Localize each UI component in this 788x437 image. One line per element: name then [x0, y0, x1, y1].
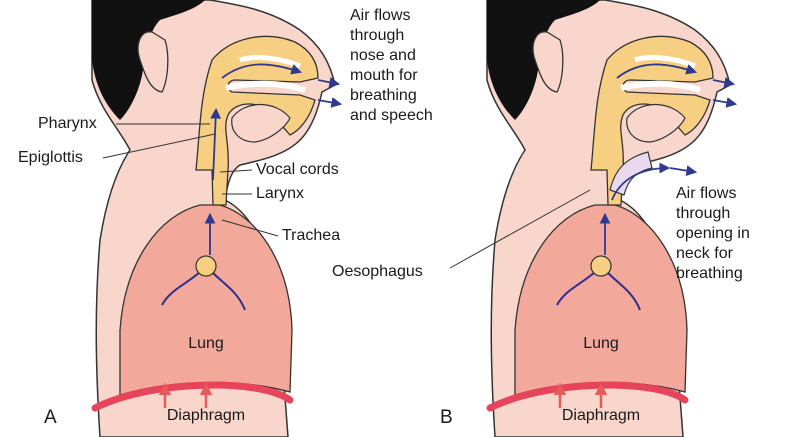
carina-knot — [196, 256, 216, 276]
panel-letter-b: B — [440, 408, 453, 428]
epiglottis-label: Epiglottis — [18, 148, 83, 168]
trachea-label: Trachea — [282, 226, 340, 246]
panel-a — [92, 0, 340, 437]
carina-knot-b — [591, 256, 611, 276]
larynx-label: Larynx — [256, 184, 304, 204]
airflow-note-a: Air flows through nose and mouth for bre… — [350, 6, 480, 126]
airflow-note-b: Air flows through opening in neck for br… — [676, 184, 786, 284]
stoma-exit-arrow — [670, 168, 695, 172]
diaphragm-label: Diaphragm — [136, 406, 276, 426]
vocal-cords-label: Vocal cords — [256, 160, 339, 180]
panel-letter-a: A — [44, 408, 57, 428]
diaphragm-label-b: Diaphragm — [531, 406, 671, 426]
oesophagus-label: Oesophagus — [332, 262, 423, 282]
mouth-exit-arrow — [318, 100, 340, 104]
lung-label: Lung — [166, 334, 246, 354]
lung-label-b: Lung — [561, 334, 641, 354]
pharynx-label: Pharynx — [38, 114, 97, 134]
mouth-exit-arrow-b — [713, 100, 735, 104]
